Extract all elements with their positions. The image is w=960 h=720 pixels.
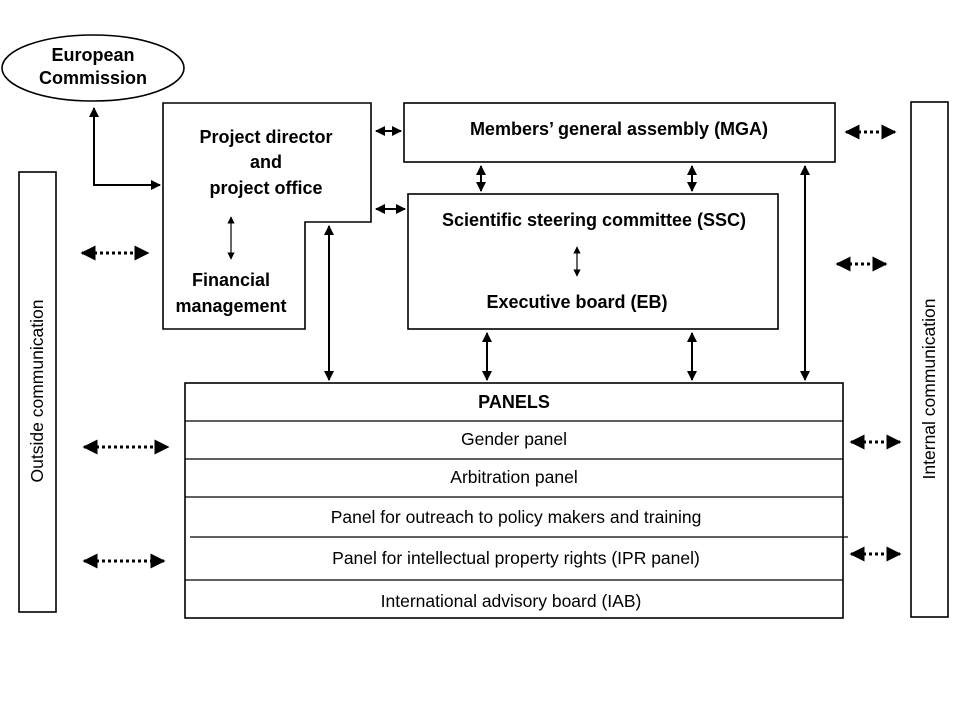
mga-label: Members’ general assembly (MGA) [470, 119, 768, 139]
ssc-eb-node: Scientific steering committee (SSC) Exec… [407, 193, 779, 330]
outside-communication-label: Outside communication [27, 300, 47, 483]
project-director-label-1: Project director [199, 127, 332, 147]
panels-table: PANELS Gender panel Arbitration panel Pa… [184, 382, 848, 619]
arbitration-panel-row: Arbitration panel [450, 467, 577, 487]
connector-arrows [89, 107, 810, 381]
mga-node: Members’ general assembly (MGA) [403, 102, 836, 163]
iab-panel-row: International advisory board (IAB) [381, 591, 642, 611]
project-director-node: Project director and project office Fina… [162, 102, 372, 330]
eb-label: Executive board (EB) [486, 292, 667, 312]
financial-management-label-1: Financial [192, 270, 270, 290]
outside-communication-node: Outside communication [18, 171, 57, 613]
european-commission-label-2: Commission [39, 68, 147, 88]
arrow-ec-project-director [89, 107, 161, 190]
communication-arrows [80, 124, 902, 569]
european-commission-node: European Commission [1, 34, 185, 102]
project-director-label-3: project office [209, 178, 322, 198]
financial-management-label-2: management [175, 296, 286, 316]
internal-communication-label: Internal communication [919, 299, 939, 480]
ipr-panel-row: Panel for intellectual property rights (… [332, 548, 700, 568]
outreach-panel-row: Panel for outreach to policy makers and … [331, 507, 702, 527]
panels-header: PANELS [478, 392, 550, 412]
internal-communication-node: Internal communication [910, 101, 949, 618]
project-director-label-2: and [250, 152, 282, 172]
ssc-label: Scientific steering committee (SSC) [442, 210, 746, 230]
gender-panel-row: Gender panel [461, 429, 567, 449]
european-commission-label-1: European [51, 45, 134, 65]
